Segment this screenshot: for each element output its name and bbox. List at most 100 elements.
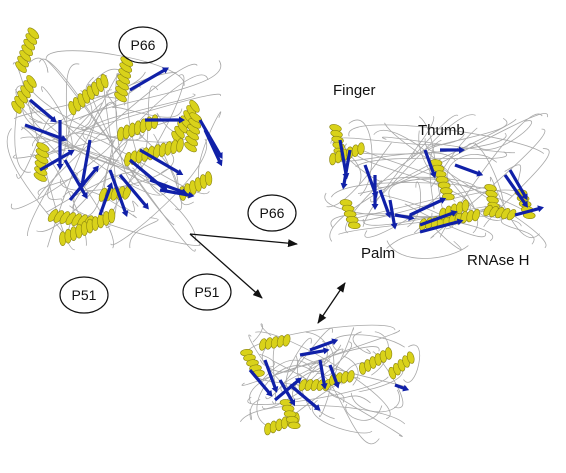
coil-segment (120, 200, 139, 213)
coil-segment (37, 170, 78, 195)
coil-segment (37, 63, 198, 199)
helix-ribbon (483, 204, 517, 221)
coil-segment (332, 334, 405, 351)
coil-segment (78, 157, 112, 217)
beta-strand (24, 123, 68, 142)
coil-segment (256, 365, 314, 426)
beta-strand (388, 199, 398, 230)
helix-turn (151, 114, 159, 129)
helix-turn (108, 208, 116, 224)
coil-segment (501, 214, 535, 245)
helix-ribbon (259, 334, 291, 351)
strand-arrow (394, 383, 410, 392)
coil-segment (110, 138, 208, 246)
beta-strand (203, 129, 223, 167)
helix-turn (287, 421, 301, 430)
double-arrow-icon (317, 282, 346, 324)
helix-turn (347, 221, 361, 230)
beta-strand (129, 67, 169, 92)
oval-p66-top: P66 (118, 26, 168, 64)
strand-arrow (419, 218, 464, 234)
coil-segment (321, 327, 355, 376)
helix-turn (346, 370, 355, 383)
beta-strand (273, 377, 302, 402)
strand-arrow (419, 210, 458, 227)
coil-segment (407, 181, 421, 228)
helix-turn (461, 199, 470, 213)
beta-strand (159, 188, 195, 199)
coil-segment (46, 171, 137, 213)
coil-segment (247, 376, 389, 405)
helix-ribbon (358, 347, 393, 375)
strand-arrow (388, 199, 398, 230)
arrow-icon (189, 233, 263, 299)
helix-turn (204, 171, 213, 186)
beta-strand (98, 182, 114, 216)
oval-p66-arrow: P66 (247, 194, 297, 232)
strand-arrow (508, 169, 528, 201)
coil-segment (27, 57, 49, 73)
helix-turn (36, 142, 50, 152)
strand-arrow (263, 359, 279, 393)
helix-ribbon (117, 114, 159, 142)
oval-p51-left-label: P51 (72, 287, 97, 303)
coil-segment (255, 331, 391, 420)
beta-strand (198, 119, 223, 159)
coil-segment (27, 126, 88, 237)
coil-segment (348, 119, 373, 197)
beta-strand (108, 169, 129, 217)
beta-strand (139, 148, 184, 176)
beta-strand (340, 149, 352, 190)
coil-segment (79, 60, 222, 121)
strand-arrow (273, 377, 302, 402)
helix-ribbon (68, 73, 109, 116)
helix-ribbon (15, 27, 40, 73)
coil-segment (32, 72, 177, 147)
beta-strand (440, 146, 465, 154)
beta-strand (328, 364, 340, 389)
strand-arrow (503, 174, 528, 208)
strand-arrow (203, 129, 223, 167)
helix-ribbon (388, 351, 415, 380)
strand-arrow (139, 148, 184, 176)
helix-ribbon (298, 379, 332, 391)
coil-segment (45, 50, 185, 87)
helix-ribbon (339, 199, 361, 230)
strand-arrow (24, 123, 68, 142)
helix-ribbon (124, 138, 184, 167)
coil-segment (244, 324, 396, 355)
helix-ribbon (33, 142, 50, 182)
beta-strand (39, 149, 75, 172)
coil-segment (249, 361, 325, 404)
coil-segment (252, 323, 272, 343)
strand-arrow (149, 178, 188, 195)
coil-segment (362, 116, 434, 227)
beta-strand (378, 189, 392, 219)
strand-arrow (198, 119, 223, 159)
strand-arrow (118, 173, 149, 210)
coil-segment (319, 341, 335, 418)
strand-arrow (68, 165, 99, 202)
coil-segment (280, 344, 342, 394)
coil-segment (386, 240, 469, 259)
strand-arrow (63, 159, 88, 199)
beta-strand (68, 165, 99, 202)
coil-segment (429, 139, 442, 209)
coil-segment (403, 344, 421, 383)
helix-turn (357, 142, 365, 155)
coil-segment (474, 120, 533, 150)
coil-segment (69, 205, 201, 247)
coil-segment (504, 164, 522, 184)
p51-subunit-structure (239, 323, 421, 445)
coil-segment (241, 346, 380, 386)
coil-segment (115, 73, 140, 186)
coil-segment (345, 144, 443, 234)
strand-arrow (278, 379, 296, 406)
label-thumb: Thumb (418, 122, 465, 139)
helix-turn (406, 351, 415, 364)
coil-segment (345, 403, 383, 421)
strand-arrow (299, 347, 330, 357)
beta-strand (278, 379, 296, 406)
beta-strand (454, 163, 484, 177)
beta-strand (118, 173, 149, 210)
